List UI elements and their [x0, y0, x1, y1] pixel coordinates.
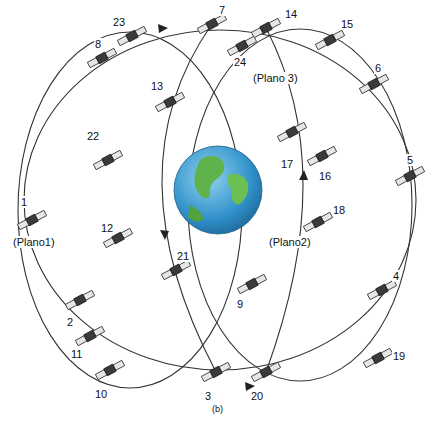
satellite-number: 4	[392, 270, 400, 282]
satellite-number: 6	[374, 62, 382, 74]
satellite-symbol	[161, 259, 191, 280]
satellite-symbol	[65, 289, 95, 310]
satellite-symbol	[197, 13, 227, 34]
satellite-symbol	[227, 35, 257, 56]
satellite-symbol	[117, 25, 147, 46]
satellite-symbol	[307, 145, 337, 166]
satellite-symbol	[17, 209, 47, 230]
satellite-symbol	[155, 91, 185, 112]
satellite-number: 21	[176, 250, 190, 262]
satellite-symbol	[95, 359, 125, 380]
satellite-symbol	[75, 325, 105, 346]
satellite-number: 14	[284, 8, 298, 20]
satellite-symbol	[303, 211, 333, 232]
satellite-symbol	[87, 47, 117, 68]
satellite-symbol	[93, 149, 123, 170]
satellite-symbol	[251, 17, 281, 38]
satellite-symbol	[315, 29, 345, 50]
orbit-plane	[24, 30, 416, 370]
satellite-number: 24	[233, 56, 247, 68]
satellite-number: 7	[218, 4, 226, 16]
caption: (b)	[211, 404, 224, 414]
arrowhead	[158, 24, 168, 33]
satellite-number: 11	[70, 348, 83, 360]
satellite-symbol	[367, 279, 397, 300]
satellite-number: 9	[236, 298, 244, 310]
satellite-symbol	[395, 165, 425, 186]
satellite-symbol	[251, 361, 281, 382]
satellite-number: 19	[392, 350, 406, 362]
direction-arrows	[158, 24, 308, 391]
satellite-number: 13	[150, 80, 164, 92]
satellite-symbol	[359, 73, 389, 94]
satellite-number: 3	[204, 390, 212, 402]
arrowhead	[299, 170, 308, 180]
satellite-number: 22	[86, 130, 100, 142]
satellite-number: 23	[112, 16, 126, 28]
satellite-number: 8	[94, 38, 102, 50]
earth	[174, 146, 262, 234]
satellite-number: 5	[406, 154, 414, 166]
satellite-number: 15	[340, 18, 354, 30]
satellite-symbol	[277, 121, 307, 142]
satellite-number: 20	[250, 390, 264, 402]
satellite-number: 12	[100, 222, 114, 234]
satellite-number: 17	[280, 158, 294, 170]
satellite-symbol	[201, 361, 231, 382]
plane-label: (Plano 3)	[252, 72, 299, 84]
satellite-symbol	[363, 347, 393, 368]
arrowhead	[160, 230, 169, 240]
satellite-number: 18	[332, 204, 346, 216]
satellite-number: 2	[66, 316, 74, 328]
plane-label: (Plano2)	[268, 236, 312, 248]
plane-label: (Plano1)	[12, 236, 56, 248]
orbit-lines	[18, 24, 416, 388]
satellite-symbol	[237, 273, 267, 294]
satellites	[17, 13, 425, 382]
satellite-number: 1	[20, 196, 28, 208]
satellite-number: 10	[94, 388, 108, 400]
satellite-number: 16	[318, 170, 332, 182]
